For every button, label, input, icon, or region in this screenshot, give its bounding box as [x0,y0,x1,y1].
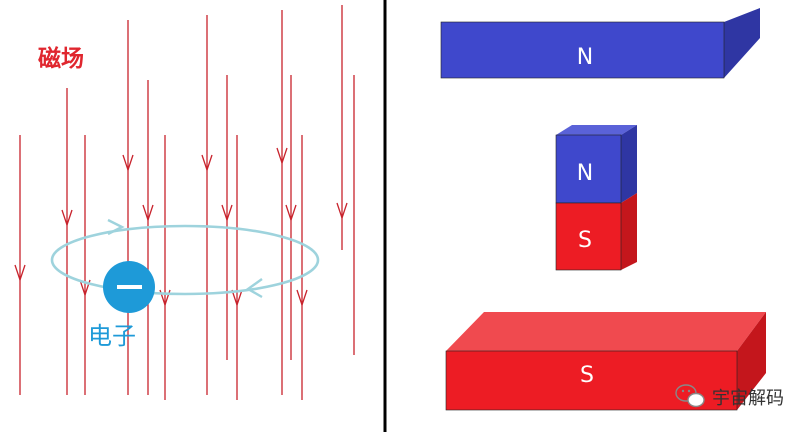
field-line [296,135,308,400]
orbit-arrow-bottom [245,278,263,299]
field-title: 磁场 [38,45,84,72]
top-magnet-label: N [577,45,593,70]
small-magnet-north-label: N [577,161,593,186]
wechat-icon [675,384,705,408]
field-line [285,75,297,360]
bottom-magnet-label: S [580,363,594,388]
field-line [159,135,171,400]
field-line [231,135,243,400]
electron-orbit [50,218,320,299]
watermark-text: 宇宙解码 [712,388,784,409]
electron [103,261,155,313]
field-line [14,135,26,395]
field-line [201,15,213,395]
orbit-arrow-top [107,218,125,236]
electron-label: 电子 [88,322,136,350]
field-line [142,80,154,395]
field-line [336,5,348,250]
small-magnet: N S [555,125,637,271]
watermark: 宇宙解码 [675,384,784,409]
field-line [61,88,73,395]
field-line [276,10,288,395]
field-line [221,75,233,360]
electron-minus-sign [117,285,142,289]
field-line [79,135,91,395]
small-magnet-south-label: S [578,228,592,253]
top-magnet: N [440,8,760,79]
field-line [122,20,134,395]
field-lines [14,5,355,400]
